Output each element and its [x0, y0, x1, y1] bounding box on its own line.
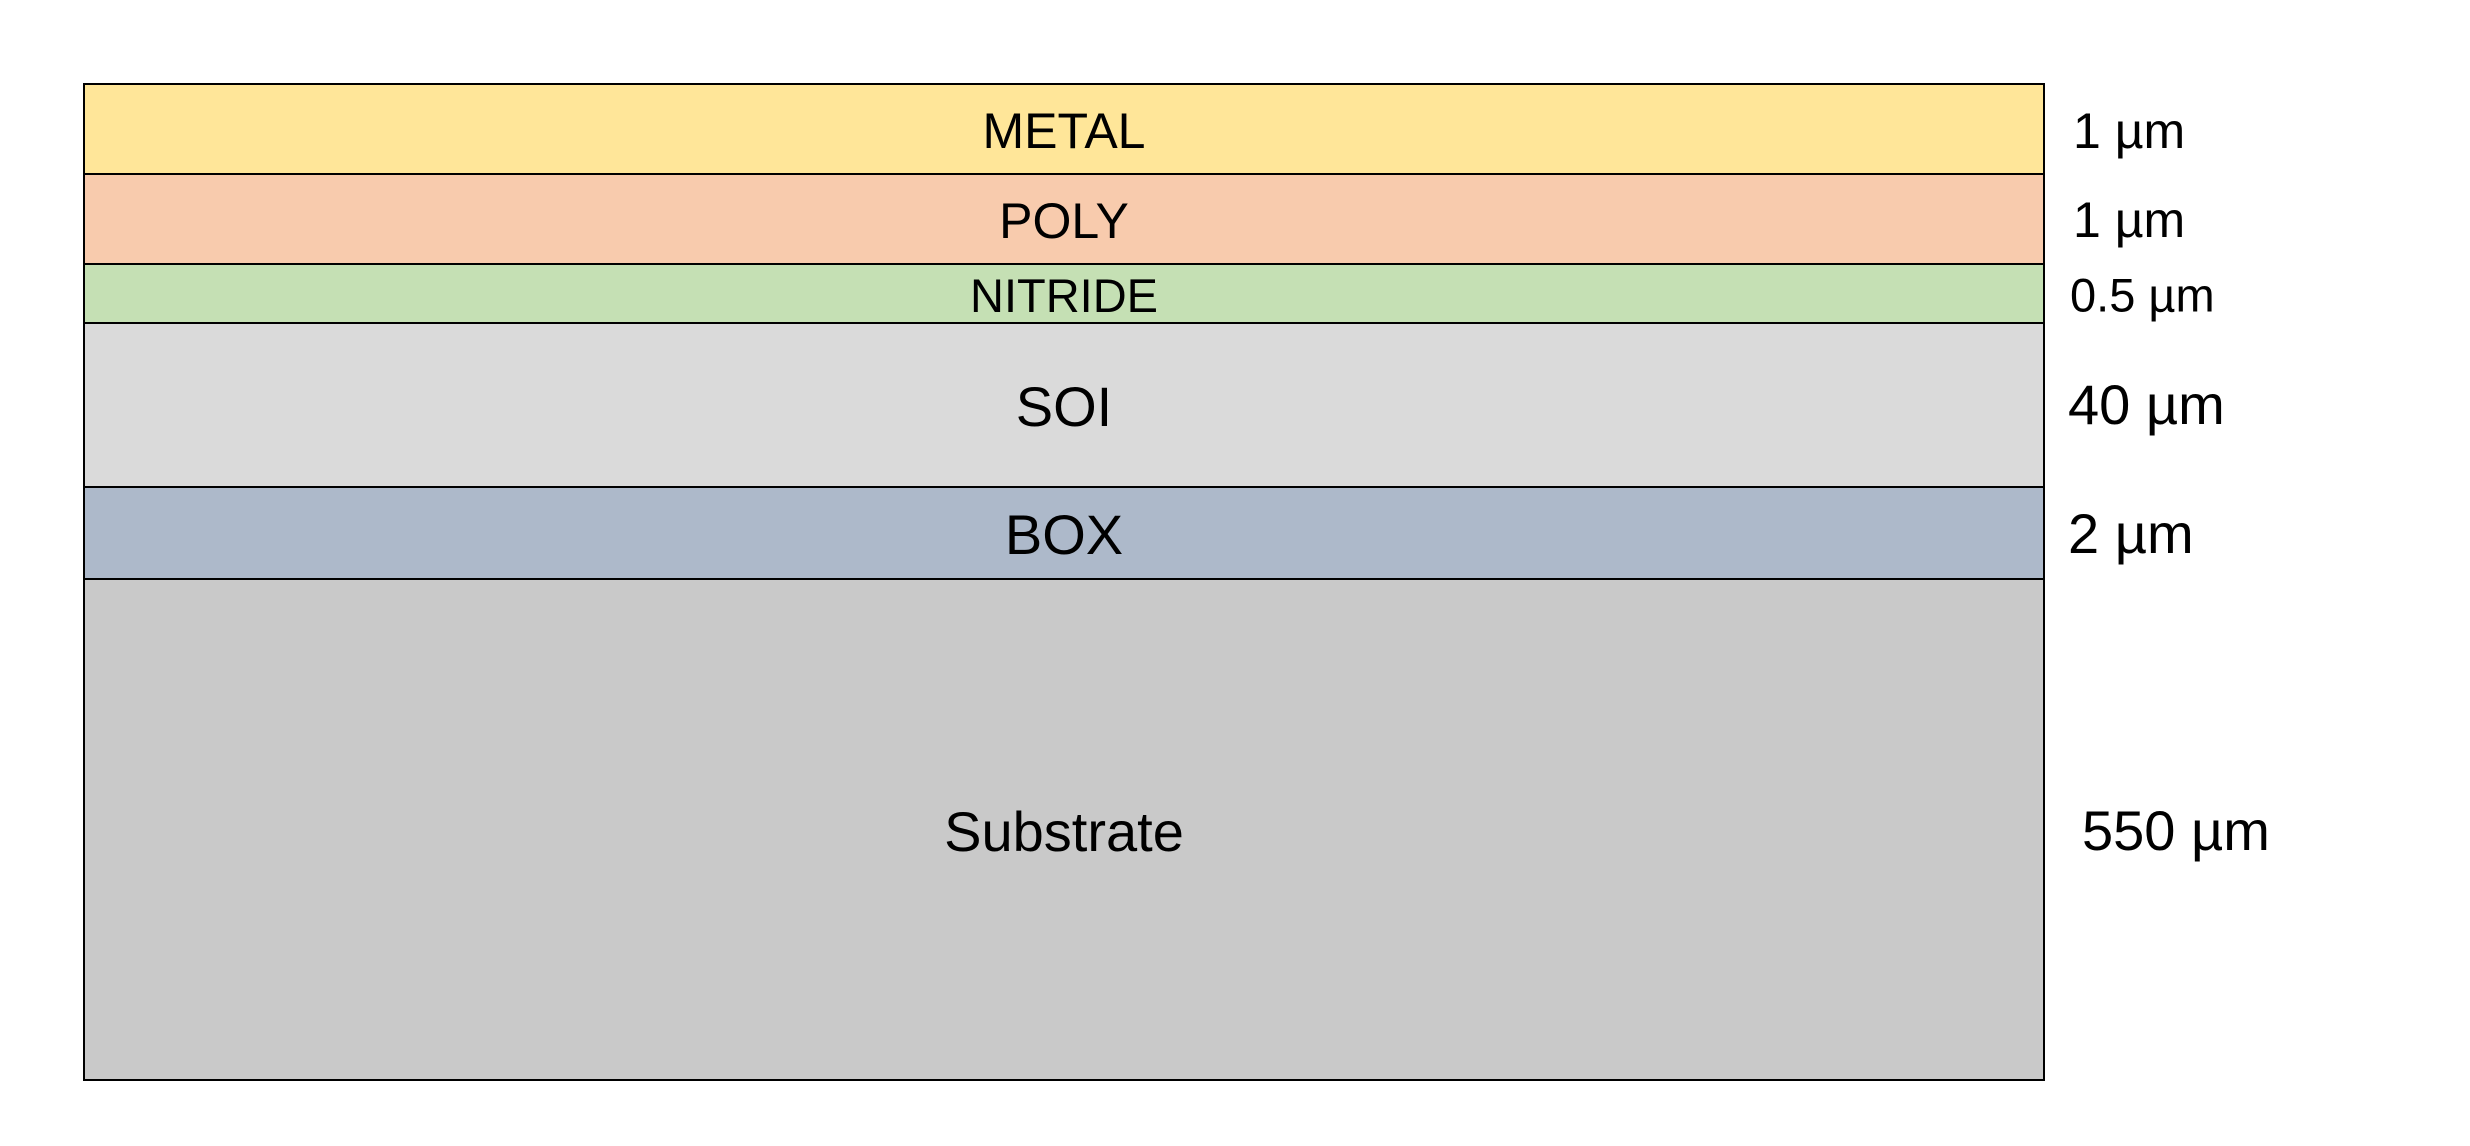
- layer-label-nitride: NITRIDE: [970, 269, 1158, 322]
- thickness-label-poly: 1 µm: [2073, 192, 2186, 248]
- thickness-label-substrate: 550 µm: [2082, 799, 2270, 862]
- thickness-label-soi: 40 µm: [2068, 373, 2225, 436]
- layer-label-metal: METAL: [982, 103, 1146, 159]
- layer-box: BOX: [83, 486, 2045, 580]
- thickness-label-box: 2 µm: [2068, 502, 2194, 565]
- layer-label-box: BOX: [1004, 503, 1124, 566]
- layer-nitride: NITRIDE: [83, 263, 2045, 324]
- layer-label-poly: POLY: [999, 193, 1129, 249]
- layer-label-substrate: Substrate: [944, 799, 1184, 863]
- layer-substrate: Substrate: [83, 578, 2045, 1081]
- layer-soi: SOI: [83, 322, 2045, 488]
- layer-metal: METAL: [83, 83, 2045, 175]
- layer-label-soi: SOI: [1015, 375, 1113, 438]
- thickness-label-nitride: 0.5 µm: [2070, 268, 2215, 322]
- layer-poly: POLY: [83, 173, 2045, 265]
- thickness-label-metal: 1 µm: [2073, 103, 2186, 159]
